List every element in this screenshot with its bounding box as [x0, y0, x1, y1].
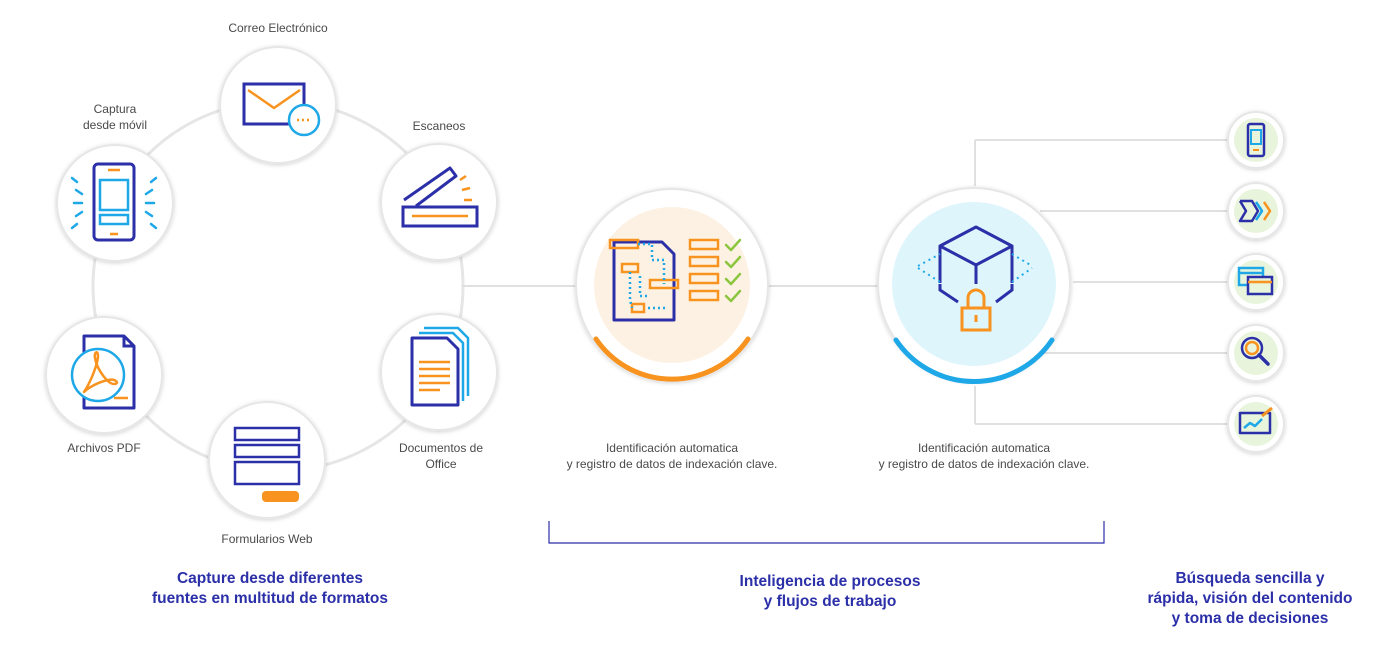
web-forms-label: Formularios Web	[221, 532, 313, 546]
step2-description: Identificación automatica y registro de …	[854, 440, 1114, 472]
email-node	[219, 46, 337, 164]
office-label: Documentos de Office	[376, 440, 506, 472]
capture-caption: Capture desde diferentes fuentes en mult…	[110, 569, 430, 609]
scans-label: Escaneos	[412, 119, 466, 133]
step1-description: Identificación automatica y registro de …	[542, 440, 802, 472]
search-magnifier-icon	[1240, 336, 1270, 366]
mobile-capture-label-line: desde móvil	[82, 118, 148, 132]
process-caption-line: Inteligencia de procesos	[739, 573, 921, 590]
process-caption: Inteligencia de procesos y flujos de tra…	[680, 572, 980, 612]
pdf-document-icon	[70, 334, 136, 410]
search-caption: Búsqueda sencilla y rápida, visión del c…	[1120, 569, 1380, 629]
scans-node	[380, 143, 498, 261]
scanner-icon	[401, 166, 479, 228]
capture-caption-line: Capture desde diferentes	[176, 570, 364, 587]
documents-icon	[410, 326, 470, 407]
chart-screen-icon	[1238, 406, 1273, 435]
pdf-node	[45, 316, 163, 434]
email-label: Correo Electrónico	[228, 21, 328, 35]
cube-lock-icon	[917, 225, 1033, 332]
office-label-line: Office	[425, 457, 457, 471]
output-node-search[interactable]	[1227, 324, 1285, 382]
workflow-arrows-icon	[1238, 199, 1272, 223]
capture-caption-line: fuentes en multitud de formatos	[152, 590, 388, 607]
office-label-line: Documentos de	[398, 441, 484, 455]
output-branches	[974, 139, 1228, 425]
output-node-mobile[interactable]	[1227, 111, 1285, 169]
step2-description-line: y registro de datos de indexación clave.	[878, 457, 1090, 471]
mobile-icon	[1246, 122, 1266, 158]
mobile-capture-label: Captura desde móvil	[50, 101, 180, 133]
output-node-workflow[interactable]	[1227, 182, 1285, 240]
output-node-windows[interactable]	[1227, 253, 1285, 311]
step2-description-line: Identificación automatica	[917, 441, 1051, 455]
form-icon	[233, 426, 301, 502]
mobile-capture-node	[56, 144, 174, 262]
search-caption-line: rápida, visión del contenido	[1147, 590, 1353, 607]
smartphone-icon	[70, 162, 158, 242]
pdf-label: Archivos PDF	[67, 441, 141, 455]
output-node-analytics[interactable]	[1227, 395, 1285, 453]
process-bracket	[548, 521, 1105, 544]
progress-arc-blue	[893, 337, 1055, 384]
process-caption-line: y flujos de trabajo	[763, 593, 897, 610]
search-caption-line: Búsqueda sencilla y	[1175, 570, 1325, 587]
secure-storage-node	[877, 187, 1071, 384]
progress-arc-orange	[593, 336, 751, 382]
web-forms-node	[208, 401, 326, 519]
windows-icon	[1237, 266, 1274, 296]
step1-description-line: y registro de datos de indexación clave.	[566, 457, 778, 471]
data-extraction-node	[575, 188, 769, 382]
envelope-icon	[242, 82, 321, 137]
mobile-capture-label-line: Captura	[93, 102, 137, 116]
document-extraction-icon	[608, 238, 742, 322]
office-docs-node	[380, 313, 498, 431]
search-caption-line: y toma de decisiones	[1171, 610, 1329, 627]
step1-description-line: Identificación automatica	[605, 441, 739, 455]
